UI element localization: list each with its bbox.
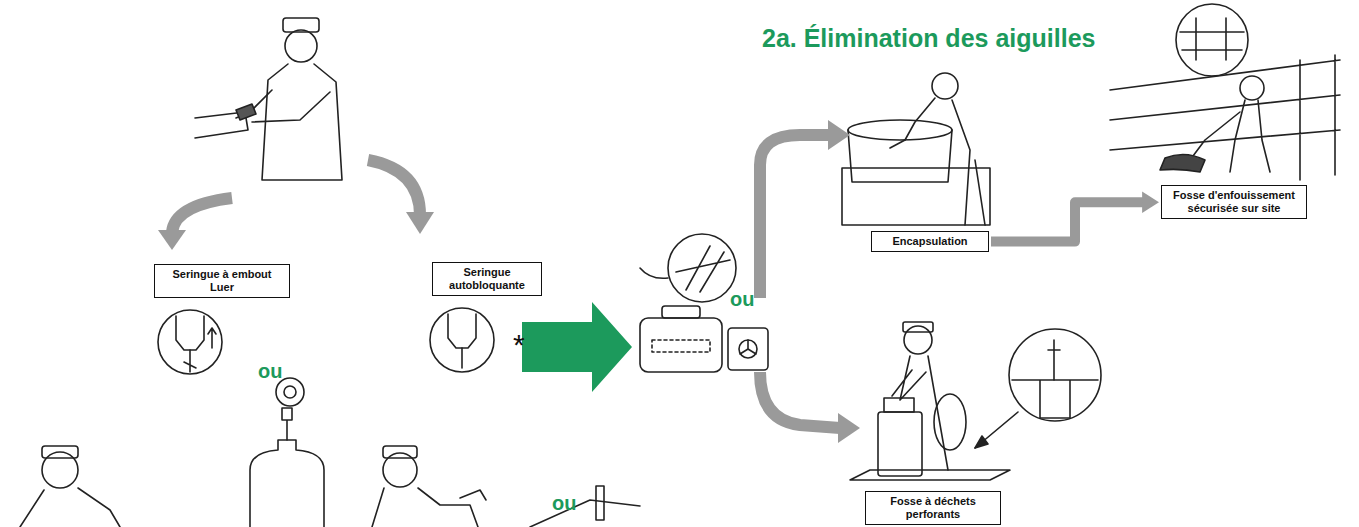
bottle — [250, 408, 324, 527]
caption-text: Fosse d'enfouissement sécurisée sur site — [1168, 189, 1300, 215]
detail-circle — [1009, 329, 1101, 421]
cap — [903, 322, 933, 332]
cap — [383, 446, 417, 458]
caption-box: Encapsulation — [871, 231, 989, 252]
or-label: ou — [730, 288, 754, 311]
container — [884, 398, 914, 412]
autodisable-detail — [430, 308, 494, 372]
head — [1240, 76, 1264, 100]
luer-detail — [158, 310, 222, 374]
worker-body — [892, 356, 948, 470]
section-title: 2a. Élimination des aiguilles — [762, 24, 1095, 53]
leader-arrow — [975, 412, 1018, 448]
green-arrow — [522, 302, 632, 392]
head — [285, 30, 317, 62]
encapsulation-scene — [842, 73, 990, 225]
or-label: ou — [552, 492, 576, 515]
arrowhead — [838, 413, 860, 443]
caption-text: Fosse à déchets perforants — [872, 495, 994, 521]
biohazard-symbol — [739, 340, 757, 358]
box-outline — [640, 318, 722, 372]
syringe — [596, 486, 604, 520]
or-label: ou — [258, 360, 282, 383]
syringe-barrel — [448, 314, 476, 348]
soil — [1160, 154, 1205, 172]
fence — [1110, 55, 1340, 180]
caption-text: Encapsulation — [878, 235, 982, 248]
safety-box — [640, 306, 722, 372]
detail-circle — [668, 234, 736, 302]
pipe — [1048, 340, 1060, 380]
pit-grid — [1180, 18, 1244, 60]
needle — [461, 348, 463, 368]
detail-circle — [158, 310, 222, 374]
flow-arrow — [760, 372, 840, 428]
container-outline — [728, 328, 768, 370]
arrowhead — [158, 230, 186, 250]
pit-lid — [934, 394, 966, 450]
caption-box: Seringue autobloquante — [432, 262, 542, 296]
arms — [236, 90, 330, 122]
tube — [640, 268, 668, 278]
biohazard-symbol — [740, 340, 756, 354]
small-arrow — [208, 328, 216, 348]
nurse-figure — [195, 18, 342, 180]
body — [20, 488, 120, 527]
arrowhead — [406, 212, 434, 234]
needles-detail — [640, 234, 736, 302]
syringe-hand — [530, 486, 640, 527]
caption-box: Seringue à embout Luer — [154, 264, 290, 298]
pit-pipe — [878, 412, 922, 476]
cutter-center — [284, 386, 296, 398]
footnote-mark: * — [513, 328, 525, 362]
caption-box: Fosse à déchets perforants — [865, 491, 1001, 525]
needle — [184, 350, 196, 372]
worker-figure — [20, 446, 120, 527]
hand — [530, 500, 640, 527]
caption-text: Seringue à embout Luer — [161, 268, 283, 294]
worker-figure — [372, 446, 486, 527]
arrowhead — [975, 436, 988, 448]
needles — [676, 246, 730, 292]
burial-pit-scene — [1110, 4, 1340, 180]
biohazard-container — [728, 328, 768, 370]
head — [932, 73, 958, 99]
drum — [848, 130, 952, 182]
syringe — [236, 104, 256, 120]
worker-body — [905, 98, 985, 225]
drum-top — [848, 120, 952, 140]
flow-connector — [991, 191, 1159, 241]
needle-cutter — [276, 378, 304, 406]
body — [372, 488, 478, 527]
connector-line — [991, 202, 1143, 241]
flow-arrow — [172, 198, 232, 232]
pouring — [890, 140, 905, 148]
head — [904, 326, 932, 354]
box-label — [652, 340, 710, 352]
detail-circle — [1176, 4, 1248, 76]
cutter-circle — [276, 378, 304, 406]
caption-text: Seringue autobloquante — [439, 266, 535, 292]
arrowhead — [1142, 191, 1159, 212]
syringe — [282, 408, 292, 440]
detail-circle — [430, 308, 494, 372]
sharps-pit-scene — [850, 322, 1101, 480]
caption-box: Fosse d'enfouissement sécurisée sur site — [1161, 185, 1307, 219]
cap — [42, 446, 78, 458]
bottle-outline — [250, 440, 324, 527]
flow-arrow — [368, 160, 420, 215]
syringe-barrel — [176, 316, 204, 350]
flow-arrow — [760, 135, 830, 298]
ground — [850, 470, 1010, 480]
box-lid — [662, 306, 700, 318]
pit-section — [1012, 380, 1098, 418]
body — [262, 64, 342, 180]
hands — [460, 490, 486, 500]
arrowhead — [828, 120, 850, 150]
